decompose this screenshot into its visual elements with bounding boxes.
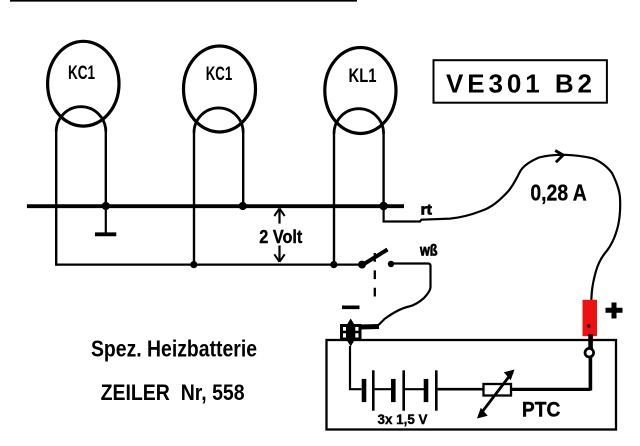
- svg-text:rt: rt: [421, 202, 432, 219]
- svg-text:PTC: PTC: [522, 399, 561, 422]
- svg-text:VE301 B2: VE301 B2: [446, 69, 592, 99]
- svg-text:Spez. Heizbatterie: Spez. Heizbatterie: [91, 336, 257, 362]
- svg-text:3x 1,5 V: 3x 1,5 V: [378, 411, 429, 427]
- svg-text:KC1: KC1: [206, 63, 233, 85]
- svg-text:wß: wß: [419, 243, 437, 260]
- svg-text:0,28 A: 0,28 A: [530, 180, 586, 206]
- svg-text:KC1: KC1: [68, 62, 95, 84]
- svg-text:KL1: KL1: [349, 65, 377, 87]
- svg-text:2 Volt: 2 Volt: [259, 226, 302, 247]
- svg-text:ZEILER Nr, 558: ZEILER Nr, 558: [101, 380, 245, 405]
